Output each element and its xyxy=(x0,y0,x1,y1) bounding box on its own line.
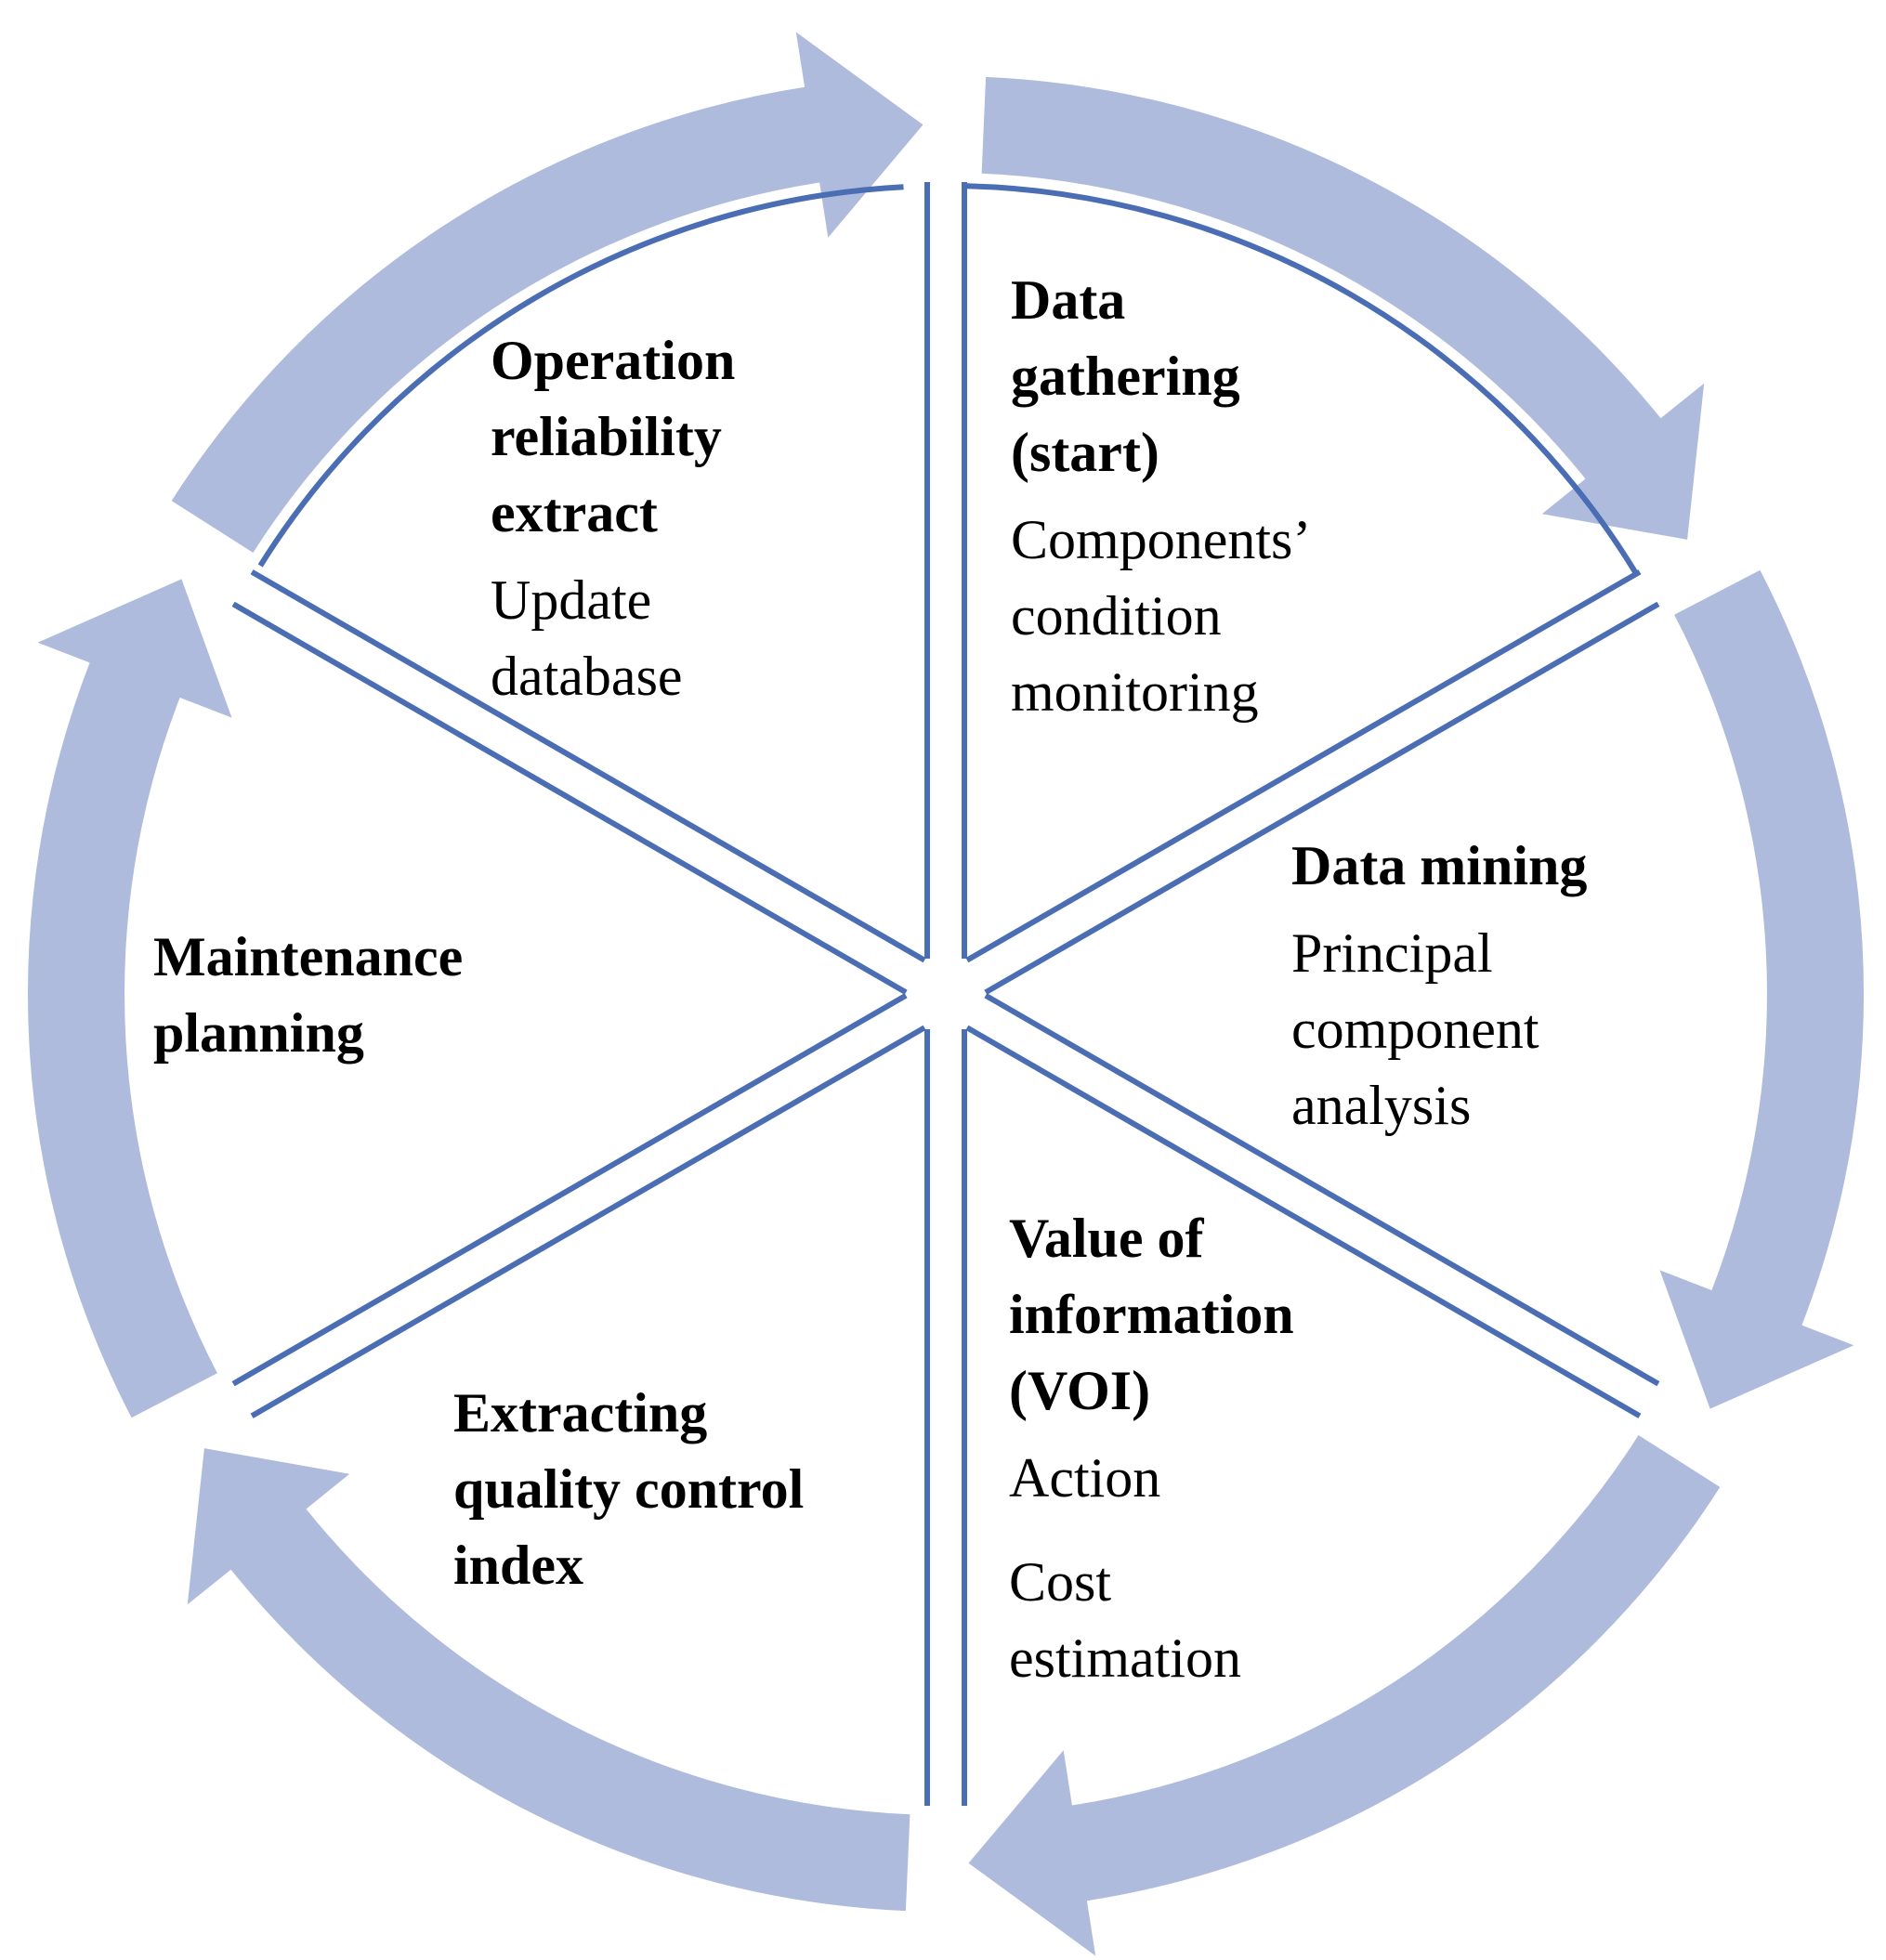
stage-detail-line: Update xyxy=(491,569,652,631)
stage-title-line: Value of xyxy=(1009,1208,1204,1269)
stage-title-line: Operation xyxy=(491,330,736,391)
stage-detail: Update database xyxy=(491,562,735,714)
stage-extracting-quality-control-index: Extracting quality control index xyxy=(453,1375,804,1603)
divider-line xyxy=(984,601,1660,995)
divider-line xyxy=(250,1025,926,1418)
stage-detail-line: monitoring xyxy=(1011,661,1259,723)
stage-title-line: extract xyxy=(491,482,658,543)
stage-detail: Action xyxy=(1009,1440,1294,1516)
arrow-to-data-mining xyxy=(981,76,1705,540)
stage-data-mining: Data mining Principal component analysis xyxy=(1291,828,1587,1143)
stage-title-line: reliability xyxy=(491,406,722,467)
sector-rim-arc xyxy=(257,184,904,568)
stage-data-gathering: Data gathering (start) Components’ condi… xyxy=(1011,262,1311,730)
stage-detail: Cost estimation xyxy=(1009,1544,1294,1696)
stage-title-line: planning xyxy=(153,1002,364,1064)
stage-detail: Principal component analysis xyxy=(1291,915,1587,1143)
arrow-to-maintenance-planning xyxy=(187,1448,910,1912)
stage-title-line: quality control xyxy=(453,1458,805,1520)
divider-line xyxy=(965,1025,1642,1418)
stage-detail-line: Principal xyxy=(1291,922,1493,984)
divider-line xyxy=(984,993,1660,1387)
stage-detail-line: Components’ xyxy=(1011,509,1312,570)
stage-detail-line: Cost xyxy=(1009,1551,1112,1613)
stage-detail-line: component xyxy=(1291,999,1539,1060)
sector-rim-arc xyxy=(966,183,1638,573)
stage-detail: Components’ condition monitoring xyxy=(1011,502,1311,730)
stage-detail-line: Action xyxy=(1009,1447,1161,1509)
stage-title-line: (start) xyxy=(1011,422,1159,483)
stage-operation-reliability-extract: Operation reliability extract Update dat… xyxy=(491,322,735,714)
stage-title-line: Data xyxy=(1011,269,1126,331)
arrow-to-quality-control xyxy=(968,1435,1721,1956)
stage-value-of-information: Value of information (VOI) Action Cost e… xyxy=(1009,1200,1294,1696)
divider-line xyxy=(231,993,908,1387)
stage-detail-line: database xyxy=(491,646,683,707)
arrow-to-value-of-information xyxy=(1659,569,1865,1409)
stage-title-line: gathering xyxy=(1011,346,1240,407)
divider-line xyxy=(231,601,908,995)
stage-title-line: Maintenance xyxy=(153,926,464,987)
stage-title-line: Extracting xyxy=(453,1382,708,1444)
stage-detail-line: condition xyxy=(1011,585,1222,647)
stage-detail-line: analysis xyxy=(1291,1075,1472,1136)
divider-line xyxy=(965,569,1642,963)
stage-title-line: information xyxy=(1009,1284,1294,1345)
stage-detail-line: estimation xyxy=(1009,1627,1241,1689)
stage-title-line: Data mining xyxy=(1291,835,1588,896)
divider-line xyxy=(250,569,926,963)
stage-title-line: (VOI) xyxy=(1009,1360,1151,1421)
stage-maintenance-planning: Maintenance planning xyxy=(153,919,463,1071)
stage-title-line: index xyxy=(453,1535,584,1596)
arrow-to-data-gathering xyxy=(171,32,923,553)
arrow-to-operation-reliability xyxy=(27,579,232,1418)
